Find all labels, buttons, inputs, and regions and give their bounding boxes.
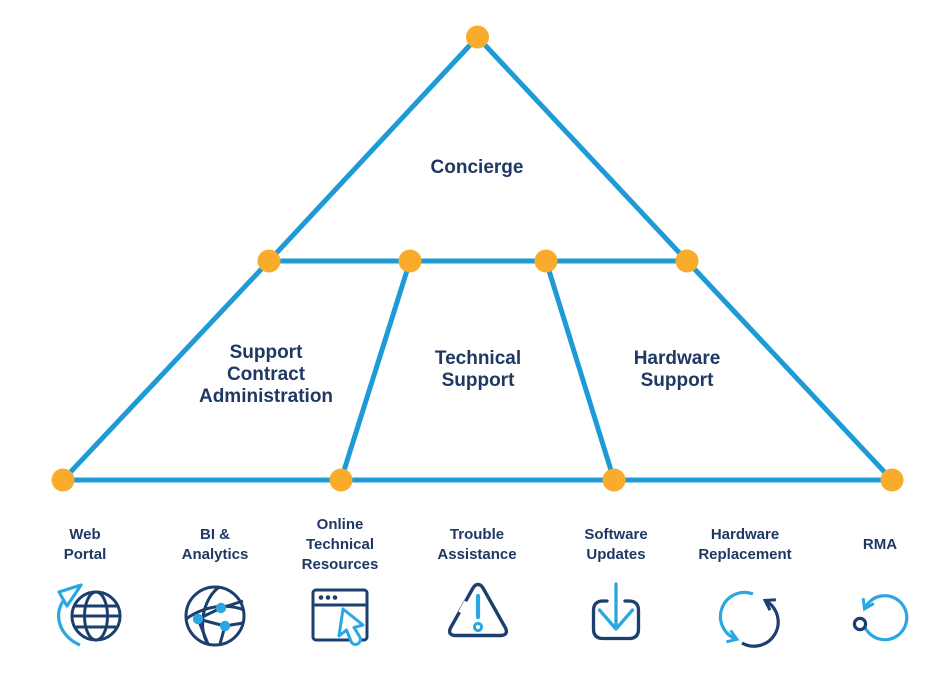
node: [880, 468, 904, 492]
node: [534, 249, 558, 273]
service-label: Hardware Replacement: [698, 526, 792, 563]
service-label: Trouble Assistance: [437, 526, 517, 563]
return-arrow-icon: [844, 579, 916, 651]
browser-cursor-icon: [304, 579, 376, 651]
service-trouble-assistance: Trouble Assistance: [411, 511, 543, 657]
pyramid-section-support-contract-administration: Support Contract Administration: [198, 342, 334, 407]
service-rma: RMA: [814, 511, 946, 657]
service-label: RMA: [862, 536, 898, 553]
pyramid-section-technical-support: Technical Support: [434, 348, 522, 391]
warning-triangle-icon: [441, 579, 513, 651]
service-label: Software Updates: [584, 526, 648, 563]
service-bi-analytics: BI & Analytics: [149, 511, 281, 657]
node: [329, 468, 353, 492]
network-globe-icon: [179, 579, 251, 651]
node: [675, 249, 699, 273]
pyramid-nodes: [51, 25, 904, 492]
service-label: BI & Analytics: [181, 526, 249, 563]
refresh-arrows-icon: [709, 579, 781, 651]
service-software-updates: Software Updates: [550, 511, 682, 657]
service-web-portal: Web Portal: [19, 511, 151, 657]
service-label: Online Technical Resources: [301, 516, 379, 573]
pyramid-edges: [60, 34, 895, 483]
node: [602, 468, 626, 492]
node: [398, 249, 422, 273]
download-icon: [580, 579, 652, 651]
node: [257, 249, 281, 273]
node: [466, 25, 489, 49]
pyramid-section-hardware-support: Hardware Support: [633, 348, 721, 391]
pyramid-section-concierge: Concierge: [430, 157, 524, 178]
service-label: Web Portal: [63, 526, 107, 563]
service-hardware-replacement: Hardware Replacement: [679, 511, 811, 657]
pyramid-graphic: [51, 25, 904, 492]
service-online-technical-resources: Online Technical Resources: [274, 511, 406, 657]
globe-arrow-icon: [49, 579, 122, 651]
node: [51, 468, 75, 492]
